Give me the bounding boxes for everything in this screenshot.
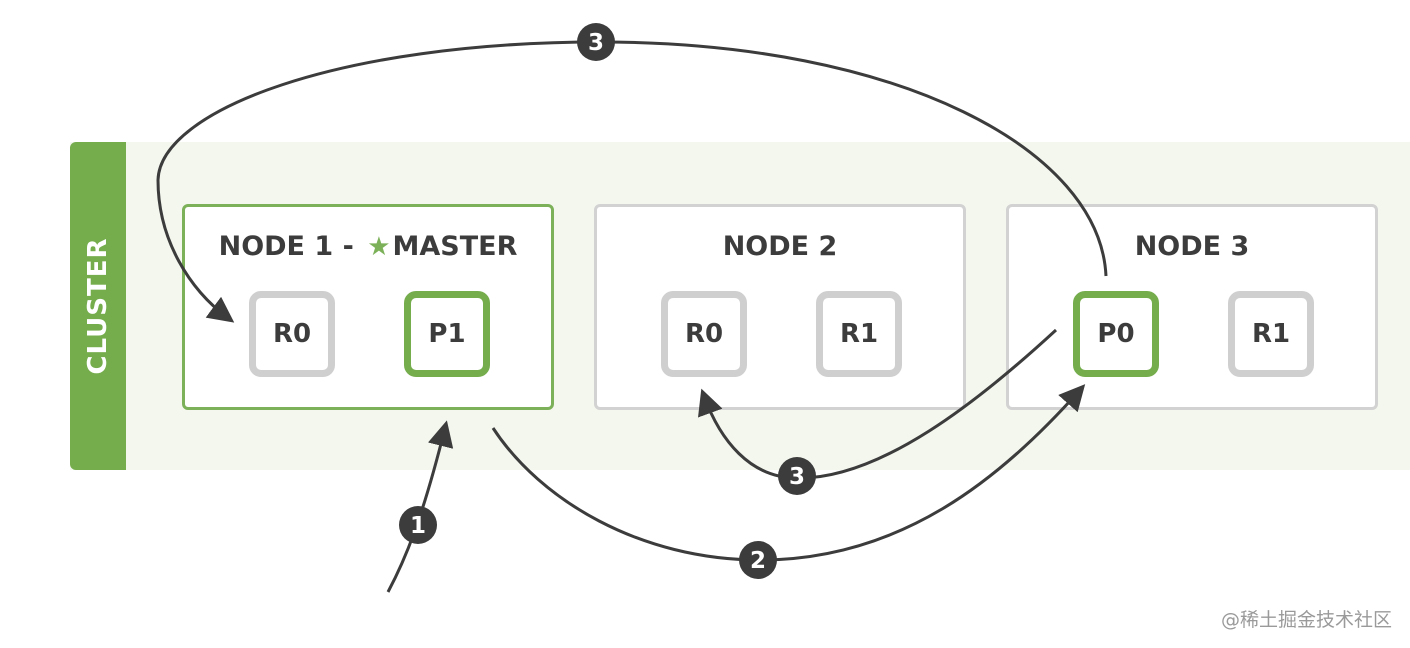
node-3-primary-shard: P0 <box>1073 291 1159 377</box>
node-1-primary-shard: P1 <box>404 291 490 377</box>
node-2-box: NODE 2 R0 R1 <box>594 204 966 410</box>
step-2-label: 2 <box>750 548 766 574</box>
node-3-title: NODE 3 <box>1134 231 1250 262</box>
node-1-box: NODE 1 - ★MASTER R0 P1 <box>182 204 554 410</box>
cluster-tab <box>70 142 126 470</box>
step-3-label-node-1: 3 <box>588 30 604 56</box>
step-1-badge: 1 <box>399 506 437 544</box>
watermark: @稀土掘金技术社区 <box>1220 609 1392 631</box>
node-1-role: MASTER <box>392 231 518 262</box>
step-2-badge: 2 <box>739 541 777 579</box>
node-3-replica-shard: R1 <box>1228 291 1314 377</box>
arrow-3-node-3-to-node-2 <box>698 328 1058 480</box>
step-3-label-node-2: 3 <box>789 464 805 490</box>
step-1-label: 1 <box>410 513 426 539</box>
star-icon: ★ <box>367 232 391 262</box>
arrow-3-node-3-to-node-1 <box>156 40 1108 323</box>
step-3-badge-replica-node-1: 3 <box>577 23 615 61</box>
node-2-replica-shard-1: R1 <box>816 291 902 377</box>
node-3-box: NODE 3 P0 R1 <box>1006 204 1378 410</box>
node-1-replica-shard: R0 <box>249 291 335 377</box>
node-2-title: NODE 2 <box>722 231 838 262</box>
node-2-replica-shard-0: R0 <box>661 291 747 377</box>
step-3-badge-replica-node-2: 3 <box>778 457 816 495</box>
node-1-name: NODE 1 - <box>218 231 364 262</box>
node-1-title: NODE 1 - ★MASTER <box>185 231 551 262</box>
